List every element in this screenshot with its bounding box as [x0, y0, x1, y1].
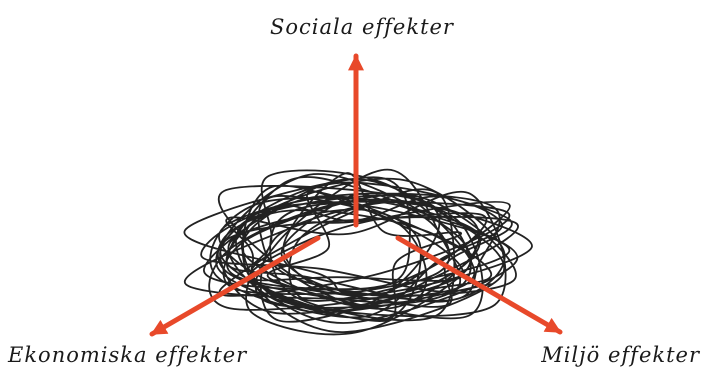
arrow-economic [149, 235, 321, 337]
tangled-scribble [183, 168, 533, 336]
label-economic-effects: Ekonomiska effekter [7, 343, 248, 367]
arrow-environment [395, 235, 563, 335]
label-environmental-effects: Miljö effekter [540, 343, 701, 367]
label-social-effects: Sociala effekter [270, 15, 455, 39]
scribble-line [183, 168, 533, 336]
